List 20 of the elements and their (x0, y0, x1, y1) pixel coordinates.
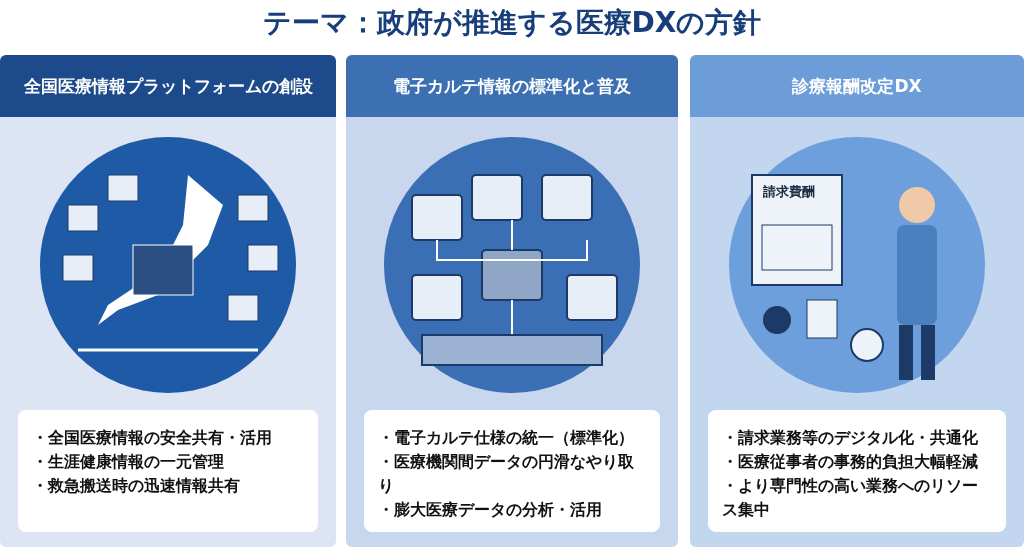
bullet-item: ・医療機関間データの円滑なやり取り (378, 451, 635, 497)
category-panel (690, 55, 1024, 547)
bullet-list-card (708, 410, 1006, 532)
bullet-list-card (364, 410, 660, 532)
bullet-item: ・生涯健康情報の一元管理 (32, 451, 225, 473)
bullet-item: ・全国医療情報の安全共有・活用 (32, 427, 273, 449)
panel-heading: 電子カルテ情報の標準化と普及 (346, 55, 678, 117)
bullet-list-card (18, 410, 318, 532)
bullet-item: ・請求業務等のデジタル化・共通化 (722, 427, 979, 449)
category-panel (346, 55, 678, 547)
bullet-item: ・より専門性の高い業務へのリソース集中 (722, 475, 979, 521)
panel-heading: 全国医療情報プラットフォームの創設 (0, 55, 336, 117)
category-panel (0, 55, 336, 547)
bullet-item: ・電子カルテ仕様の統一（標準化） (378, 427, 635, 449)
document-title: 請求費酬 (763, 183, 815, 201)
bullet-item: ・医療従事者の事務的負担大幅軽減 (722, 451, 979, 473)
page-title: テーマ：政府が推進する医療DXの方針 (261, 5, 763, 41)
panel-heading: 診療報酬改定DX (690, 55, 1024, 117)
bullet-item: ・救急搬送時の迅速情報共有 (32, 475, 241, 497)
bullet-item: ・膨大医療データの分析・活用 (378, 499, 603, 521)
